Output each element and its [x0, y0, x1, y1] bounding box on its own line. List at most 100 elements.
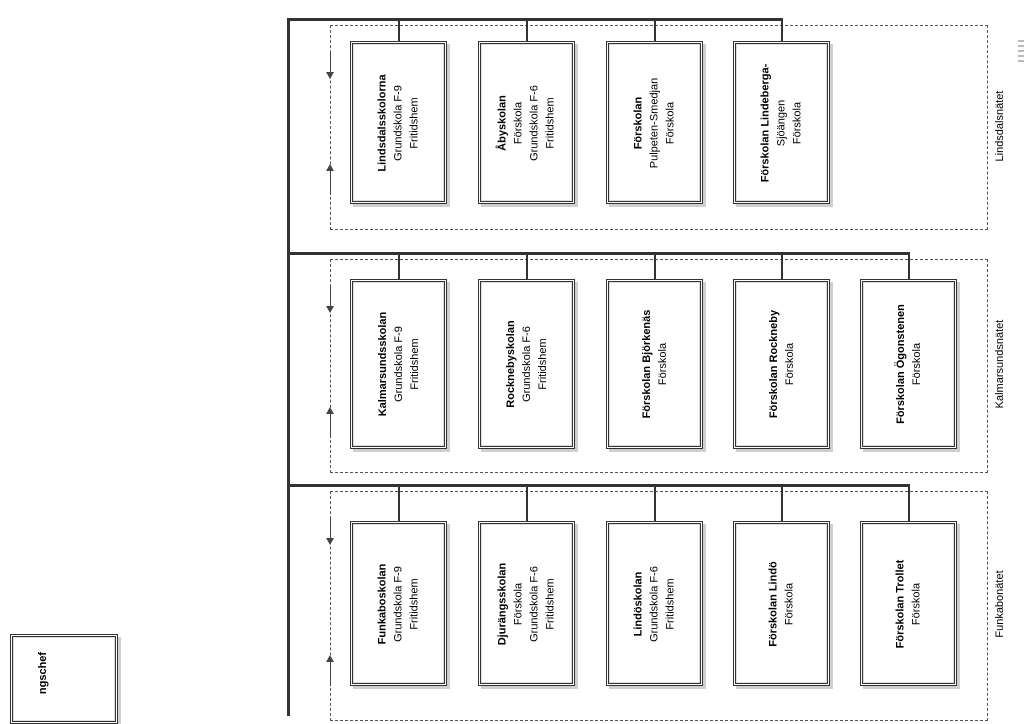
unit-name: Åbyskolan [496, 94, 509, 151]
frame-arrow-stem [330, 171, 331, 195]
unit-detail: Grundskola F-9 [392, 565, 405, 642]
arrow-up-icon [326, 407, 334, 414]
group-connector-line [287, 18, 783, 21]
unit-detail: Förskola [664, 101, 677, 144]
unit-name: Funkaboskolan [376, 563, 389, 644]
unit-detail: Förskola [512, 582, 525, 625]
frame-arrow-stem [330, 414, 331, 438]
unit-name: Rocknebyskolan [504, 320, 517, 408]
unit-detail: Grundskola F-6 [520, 326, 533, 402]
frame-arrow-stem [330, 519, 331, 539]
unit-name: Förskolan Ögonstenen [894, 304, 907, 424]
unit-detail: Förskola [656, 342, 669, 386]
unit-detail: Grundskola F-9 [392, 326, 405, 402]
arrow-up-icon [326, 655, 334, 662]
unit-name: Förskolan Rockneby [767, 309, 780, 419]
frame-arrow-stem [330, 287, 331, 307]
unit-name: Förskolan Lindö [767, 560, 780, 647]
group-connector-line [287, 252, 910, 255]
page-edge-marks [1018, 40, 1024, 70]
unit-connector-line [780, 484, 783, 521]
unit-detail: Förskola [512, 101, 525, 144]
unit-connector-line [653, 18, 656, 41]
unit-connector-line [907, 484, 910, 521]
chef-label: ngschef [37, 651, 49, 695]
page-edge-mark [1018, 60, 1024, 62]
unit-detail: Förskola [910, 342, 923, 386]
group-label: Lindsdalsnätet [994, 90, 1006, 161]
unit-connector-line [397, 484, 400, 521]
group-frame [330, 25, 988, 230]
frame-arrow-stem [330, 53, 331, 73]
spine-line [287, 18, 290, 716]
unit-connector-line [397, 252, 400, 279]
arrow-down-icon [326, 538, 334, 545]
unit-detail: Pulpeten-Smedjan [648, 77, 661, 168]
unit-detail: Förskola [783, 342, 796, 386]
unit-detail: Sjöängen [775, 99, 788, 146]
page-edge-mark [1018, 45, 1024, 47]
unit-connector-line [525, 18, 528, 41]
page-edge-mark [1018, 50, 1024, 52]
unit-connector-line [525, 484, 528, 521]
unit-detail: Fritidshem [544, 577, 557, 630]
unit-connector-line [525, 252, 528, 279]
unit-detail: Förskola [783, 582, 796, 625]
page-edge-mark [1018, 55, 1024, 57]
unit-detail: Fritidshem [408, 577, 421, 630]
group-connector-line [287, 484, 910, 487]
unit-detail: Fritidshem [544, 96, 557, 149]
frame-arrow-stem [330, 662, 331, 686]
arrow-up-icon [326, 164, 334, 171]
unit-connector-line [653, 484, 656, 521]
unit-detail: Grundskola F-6 [648, 565, 661, 642]
arrow-down-icon [326, 72, 334, 79]
unit-connector-line [397, 18, 400, 41]
unit-name: Kalmarsundsskolan [376, 311, 389, 417]
group-label: Funkabonätet [994, 570, 1006, 638]
group-label: Kalmarsundsnätet [994, 319, 1006, 409]
unit-name: Förskolan Lindeberga- [759, 63, 772, 182]
unit-detail: Förskola [910, 582, 923, 625]
unit-detail: Grundskola F-9 [392, 84, 405, 161]
arrow-down-icon [326, 306, 334, 313]
unit-name: Djurängsskolan [496, 562, 509, 645]
unit-detail: Fritidshem [536, 338, 549, 390]
unit-detail: Fritidshem [408, 96, 421, 149]
unit-detail: Grundskola F-6 [528, 565, 541, 642]
unit-detail: Fritidshem [664, 577, 677, 630]
page-edge-mark [1018, 40, 1024, 42]
unit-connector-line [780, 18, 783, 41]
chef-box: ngschef [10, 634, 118, 724]
unit-name: Förskolan Björkenäs [640, 309, 653, 419]
unit-detail: Fritidshem [408, 338, 421, 390]
unit-name: Förskolan Trollet [894, 559, 907, 648]
unit-name: Lindsdalsskolorna [376, 73, 389, 172]
group-frame [330, 259, 988, 473]
